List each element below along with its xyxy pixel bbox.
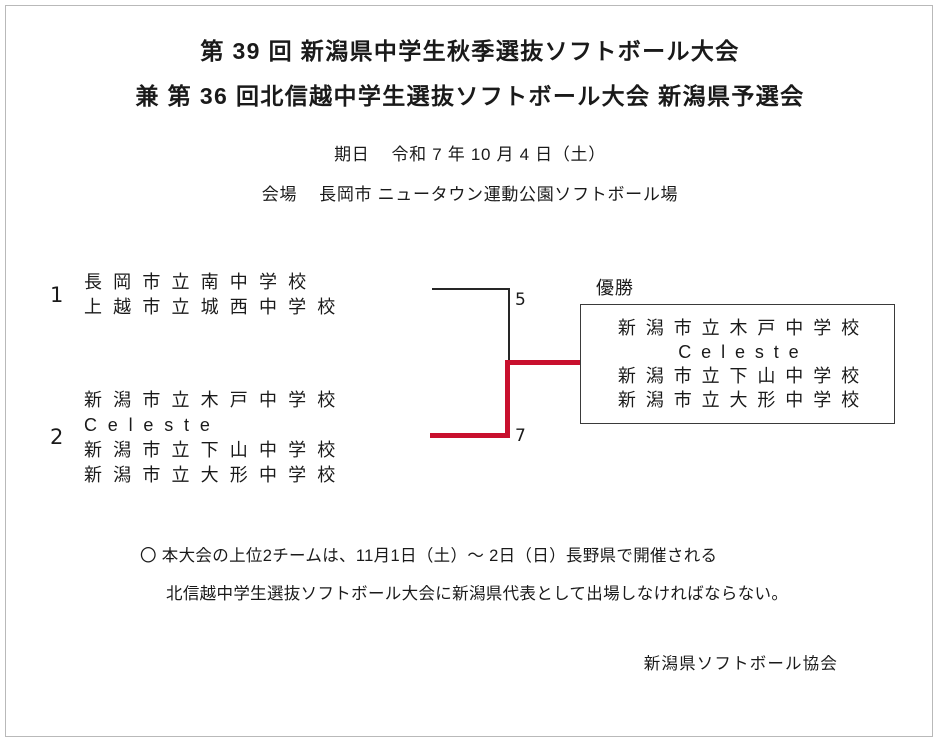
team-entry: 新潟市立下山中学校 bbox=[84, 440, 347, 460]
block-teams-2: 新潟市立木戸中学校 Celeste 新潟市立下山中学校 新潟市立大形中学校 bbox=[84, 388, 346, 488]
block-teams-1: 長岡市立南中学校 上越市立城西中学校 bbox=[84, 270, 346, 320]
winner-team-entry: 新潟市立木戸中学校 bbox=[617, 318, 869, 338]
winner-team-entry: 新潟市立大形中学校 bbox=[617, 390, 869, 410]
bracket-line-upper-vertical bbox=[508, 288, 510, 363]
event-date-value: 令和 7 年 10 月 4 日（土） bbox=[391, 145, 606, 164]
bracket-line-winner-connector bbox=[505, 360, 583, 365]
event-meta: 期日 令和 7 年 10 月 4 日（土） 会場 長岡市 ニュータウン運動公園ソフト… bbox=[0, 146, 940, 203]
team-entry: 新潟市立大形中学校 bbox=[84, 465, 347, 485]
bracket-line-upper-horizontal bbox=[432, 288, 510, 290]
team-entry: Celeste bbox=[84, 415, 221, 435]
team-entry: 上越市立城西中学校 bbox=[84, 297, 347, 317]
association-name: 新潟県ソフトボール協会 bbox=[643, 655, 838, 673]
event-date-label: 期日 bbox=[334, 145, 370, 164]
winner-team-entry: 新潟市立下山中学校 bbox=[617, 366, 869, 386]
footnote-line-2: 北信越中学生選抜ソフトボール大会に新潟県代表として出場しなければならない。 bbox=[166, 584, 789, 603]
winner-label: 優勝 bbox=[596, 278, 634, 298]
title-line-secondary: 兼 第 36 回北信越中学生選抜ソフトボール大会 新潟県予選会 bbox=[135, 83, 805, 109]
winner-box: 新潟市立木戸中学校 Celeste 新潟市立下山中学校 新潟市立大形中学校 bbox=[580, 304, 895, 424]
round-number-lower: 7 bbox=[515, 426, 526, 446]
footnote-line-1: 〇 本大会の上位2チームは、11月1日（土）～ 2日（日）長野県で開催される bbox=[140, 547, 718, 565]
event-venue-label: 会場 bbox=[261, 185, 298, 204]
team-entry: 長岡市立南中学校 bbox=[84, 272, 318, 292]
winner-team-list: 新潟市立木戸中学校 Celeste 新潟市立下山中学校 新潟市立大形中学校 bbox=[581, 316, 896, 412]
bracket-line-lower-horizontal bbox=[430, 433, 510, 438]
title-line-primary: 第 39 回 新潟県中学生秋季選抜ソフトボール大会 bbox=[200, 38, 740, 64]
footnotes: 〇 本大会の上位2チームは、11月1日（土）～ 2日（日）長野県で開催される 北… bbox=[140, 548, 900, 602]
event-date-row: 期日 令和 7 年 10 月 4 日（土） bbox=[0, 146, 940, 163]
round-number-upper: 5 bbox=[515, 290, 526, 310]
page-title: 第 39 回 新潟県中学生秋季選抜ソフトボール大会 兼 第 36 回北信越中学生… bbox=[0, 40, 940, 108]
block-seed-number-1: 1 bbox=[50, 283, 64, 307]
team-entry: 新潟市立木戸中学校 bbox=[84, 390, 347, 410]
bracket-line-lower-vertical bbox=[505, 360, 510, 438]
event-venue-row: 会場 長岡市 ニュータウン運動公園ソフトボール場 bbox=[0, 186, 940, 203]
block-seed-number-2: 2 bbox=[50, 425, 64, 449]
event-venue-value: 長岡市 ニュータウン運動公園ソフトボール場 bbox=[319, 185, 679, 204]
winner-team-entry: Celeste bbox=[678, 342, 809, 362]
